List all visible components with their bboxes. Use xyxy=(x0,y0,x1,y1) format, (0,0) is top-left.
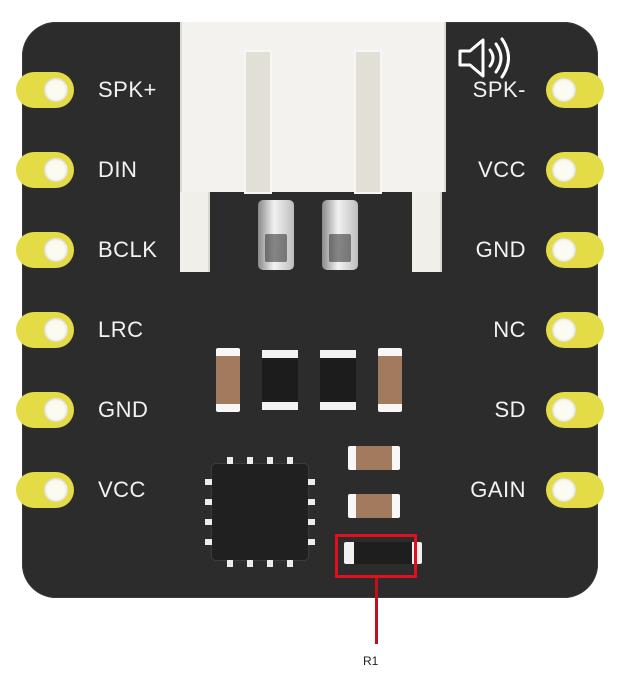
pcb-board: SPK+ DIN BCLK LRC GND VCC SPK- VCC GND NC SD GAIN xyxy=(16,22,604,598)
pin-label-left: VCC xyxy=(98,477,146,502)
pin-pad-right xyxy=(546,232,604,268)
ic-pin xyxy=(308,519,315,525)
pin-label-right: GAIN xyxy=(470,477,526,502)
pin-hole xyxy=(552,238,576,262)
pin-pad-right xyxy=(546,152,604,188)
speaker-icon xyxy=(458,37,510,79)
pin-pad-left xyxy=(16,232,74,268)
connector-leg xyxy=(412,192,442,272)
connector-leg xyxy=(180,192,210,272)
pin-pad-left xyxy=(16,392,74,428)
pin-label-left: DIN xyxy=(98,157,138,182)
pin-label-left: SPK+ xyxy=(98,77,157,102)
pin-label-right: VCC xyxy=(478,157,526,182)
pin-hole xyxy=(44,78,68,102)
pin-pad-right xyxy=(546,312,604,348)
connector-pin xyxy=(322,200,358,270)
connector-slot xyxy=(244,50,272,194)
callout-label: R1 xyxy=(363,654,379,668)
amplifier-ic xyxy=(205,457,315,567)
ic-pin xyxy=(287,560,293,567)
capacitor xyxy=(216,348,240,412)
pin-pad-right xyxy=(546,472,604,508)
pin-hole xyxy=(552,478,576,502)
pin-pad-left xyxy=(16,472,74,508)
pin-label-right: SPK- xyxy=(472,77,526,102)
pin-pad-right xyxy=(546,72,604,108)
ic-pin xyxy=(205,479,212,485)
pin-pad-right xyxy=(546,392,604,428)
ic-pin xyxy=(247,457,253,464)
resistor-r1 xyxy=(344,542,422,564)
pin-hole xyxy=(552,398,576,422)
ic-pin xyxy=(287,457,293,464)
ic-pin xyxy=(308,479,315,485)
pin-hole xyxy=(44,238,68,262)
ic-pin xyxy=(205,499,212,505)
speaker-connector xyxy=(180,22,446,194)
pin-hole xyxy=(552,78,576,102)
diode xyxy=(262,350,298,410)
ic-pin xyxy=(267,560,273,567)
callout-leader-line xyxy=(375,578,378,644)
ic-pin xyxy=(247,560,253,567)
pin-label-left: GND xyxy=(98,397,149,422)
connector-pin xyxy=(258,200,294,270)
pin-hole xyxy=(44,478,68,502)
ic-pin xyxy=(267,457,273,464)
capacitor xyxy=(348,494,400,518)
capacitor xyxy=(348,446,400,470)
pin-label-right: NC xyxy=(493,317,526,342)
pin-hole xyxy=(44,158,68,182)
diode xyxy=(320,350,356,410)
pin-pad-left xyxy=(16,72,74,108)
pin-label-left: LRC xyxy=(98,317,144,342)
ic-pin xyxy=(227,457,233,464)
pin-pad-left xyxy=(16,312,74,348)
r1-highlight-box xyxy=(335,534,417,578)
pin-label-right: GND xyxy=(475,237,526,262)
pin-hole xyxy=(44,398,68,422)
ic-pin xyxy=(308,539,315,545)
pin-hole xyxy=(44,318,68,342)
ic-pin xyxy=(205,519,212,525)
pin-label-right: SD xyxy=(494,397,526,422)
capacitor xyxy=(378,348,402,412)
pin-hole xyxy=(552,158,576,182)
ic-pin xyxy=(308,499,315,505)
ic-pin xyxy=(227,560,233,567)
pin-hole xyxy=(552,318,576,342)
connector-slot xyxy=(354,50,382,194)
pin-pad-left xyxy=(16,152,74,188)
ic-pin xyxy=(205,539,212,545)
pin-label-left: BCLK xyxy=(98,237,158,262)
